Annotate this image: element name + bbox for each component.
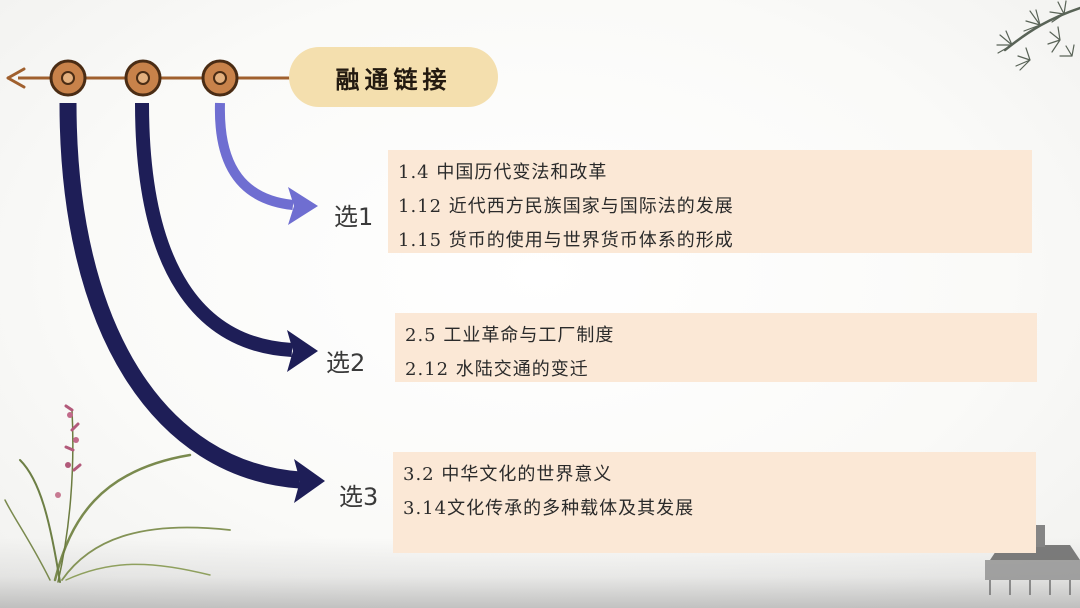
group-label-3: 选3 (339, 483, 379, 511)
pine-branch-icon (996, 0, 1080, 71)
curved-arrow-icon (135, 102, 318, 372)
left-arrowhead-icon (6, 67, 26, 89)
header-pill: 融通链接 (289, 47, 498, 107)
page-title: 融通链接 (335, 65, 452, 94)
topic-box-2: 2.5 工业革命与工厂制度 2.12 水陆交通的变迁 (395, 313, 1037, 382)
topic-item: 1.12 近代西方民族国家与国际法的发展 (398, 196, 734, 217)
topic-box-1: 1.4 中国历代变法和改革 1.12 近代西方民族国家与国际法的发展 1.15 … (388, 150, 1032, 253)
curved-arrow-icon (59, 102, 325, 503)
topic-item: 1.4 中国历代变法和改革 (398, 162, 608, 183)
coin-node-icon (201, 59, 239, 97)
orchid-icon (4, 404, 231, 583)
topic-item: 2.5 工业革命与工厂制度 (405, 325, 615, 346)
topic-box-3: 3.2 中华文化的世界意义 3.14文化传承的多种载体及其发展 (393, 452, 1036, 553)
topic-item: 2.12 水陆交通的变迁 (405, 359, 589, 380)
topic-item: 1.15 货币的使用与世界货币体系的形成 (398, 230, 734, 251)
group-label-2: 选2 (326, 349, 366, 377)
topic-item: 3.14文化传承的多种载体及其发展 (403, 498, 695, 519)
coin-node-icon (49, 59, 87, 97)
topic-item: 3.2 中华文化的世界意义 (403, 464, 613, 485)
curved-arrow-icon (214, 102, 318, 225)
group-label-1: 选1 (334, 203, 374, 231)
coin-node-icon (124, 59, 162, 97)
